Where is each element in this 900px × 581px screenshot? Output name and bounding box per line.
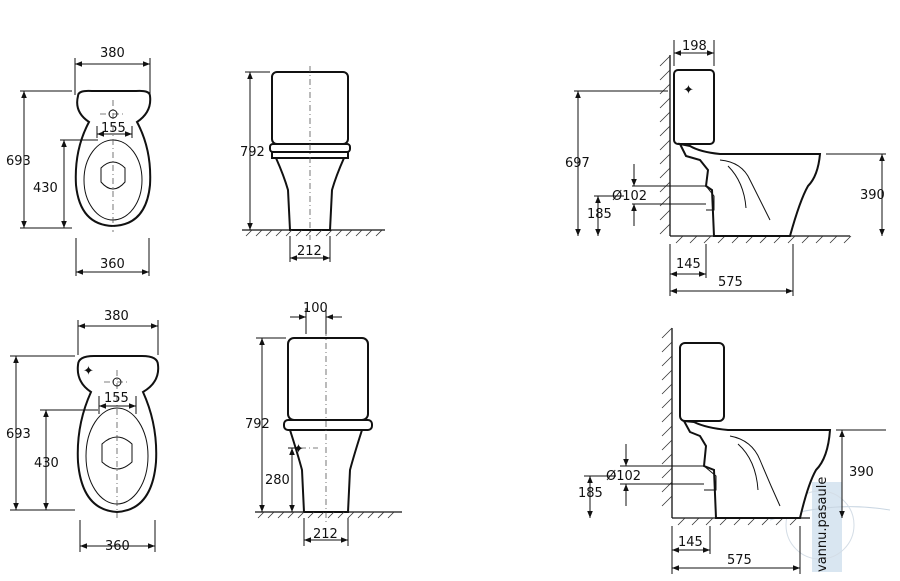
watermark-text: vannu.pasaule [815,477,830,572]
dimension-label: 792 [240,145,265,160]
dimension-label: 198 [682,39,707,54]
top-side-view: ✦ 198 697 Ø102 185 390 145 [565,39,886,296]
dimension-label: 145 [678,535,703,550]
dimension-label: 212 [313,527,338,542]
top-front-view: 792 212 [240,66,385,262]
dimension-label: 575 [718,275,743,290]
top-plan-view: 380 693 430 155 360 [6,46,152,276]
dimension-label: 185 [578,486,603,501]
svg-text:✦: ✦ [83,364,94,379]
dimension-label: 430 [33,181,58,196]
dimension-label: 155 [101,121,126,136]
dimension-label: 155 [104,391,129,406]
dimension-label: 100 [303,301,328,316]
svg-text:✦: ✦ [683,83,694,98]
bottom-front-view: ✦ 100 792 280 212 [245,301,402,546]
dimension-label: Ø102 [606,469,641,484]
bottom-side-view: vannu.pasaule Ø102 185 390 [578,327,891,574]
dimension-label: 430 [34,456,59,471]
dimension-label: 380 [104,309,129,324]
dimension-label: 575 [727,553,752,568]
dimension-label: 212 [297,244,322,259]
dimension-label: 390 [860,188,885,203]
bottom-plan-view: ✦ 380 693 430 155 360 [6,309,160,554]
dimension-label: 792 [245,417,270,432]
dimension-label: 390 [849,465,874,480]
dimension-label: 380 [100,46,125,61]
dimension-label: Ø102 [612,189,647,204]
dimension-label: 697 [565,156,590,171]
dimension-label: 360 [100,257,125,272]
svg-text:✦: ✦ [293,442,304,457]
dimension-label: 360 [105,539,130,554]
watermark-bar [812,482,842,572]
dimension-label: 693 [6,427,31,442]
dimension-label: 185 [587,207,612,222]
dimension-label: 693 [6,154,31,169]
dimension-label: 145 [676,257,701,272]
dimension-label: 280 [265,473,290,488]
